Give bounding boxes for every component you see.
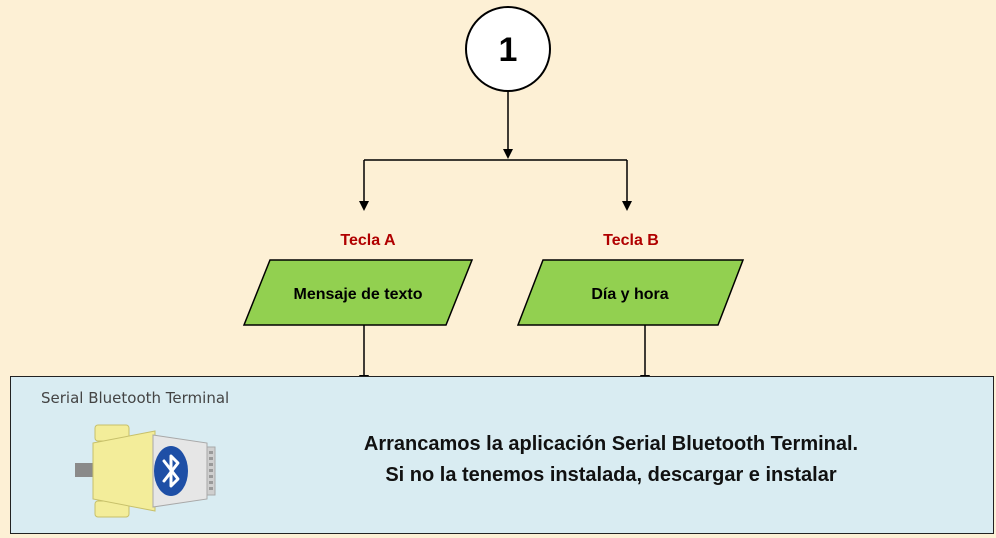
action-label-a: Mensaje de texto (294, 286, 423, 303)
description-line-1: Arrancamos la aplicación Serial Bluetoot… (363, 433, 859, 455)
io-shape-a (242, 259, 474, 326)
info-panel: Serial Bluetooth Terminal (10, 376, 994, 534)
key-label-a: Tecla A (340, 232, 396, 249)
description-line-2: Si no la tenemos instalada, descargar e … (385, 464, 837, 486)
key-label-b: Tecla B (603, 232, 659, 249)
connector-label: 1 (499, 31, 518, 69)
app-name-label: Serial Bluetooth Terminal (41, 389, 230, 407)
action-label-b: Día y hora (591, 286, 668, 303)
panel-description: Arrancamos la aplicación Serial Bluetoot… (291, 429, 931, 491)
serial-bluetooth-terminal-app-icon (75, 417, 225, 530)
io-shape-b (516, 259, 745, 326)
